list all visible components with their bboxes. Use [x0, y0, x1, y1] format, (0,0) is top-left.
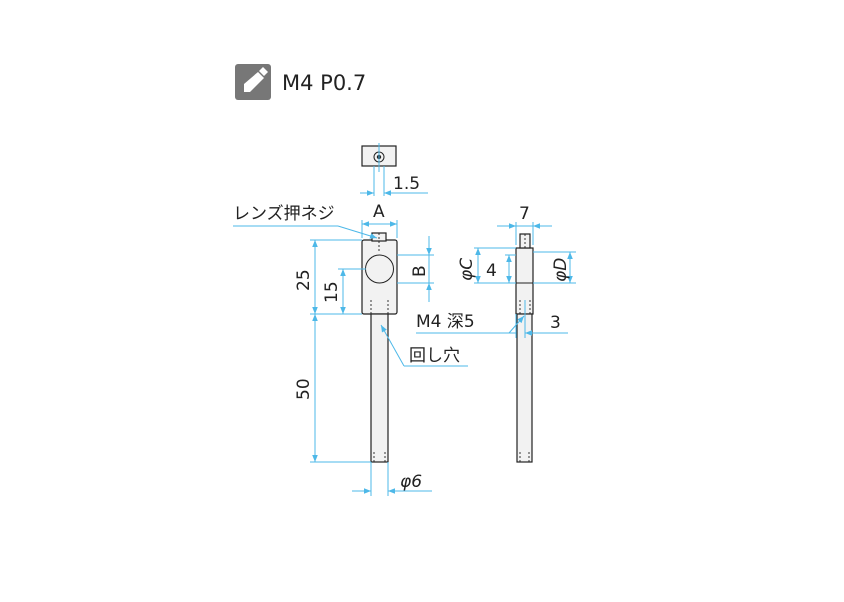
height-b-dimension: B: [397, 236, 434, 302]
offset-dimension: 1.5: [360, 166, 428, 196]
dim-side-4: 4: [486, 261, 497, 281]
side-width-dimension: 7: [497, 204, 552, 245]
dim-diameter-d: φD: [551, 258, 571, 282]
rod-diameter-dimension: φ6: [352, 462, 432, 496]
side-3-dimension: 3: [500, 300, 568, 338]
dim-rod-length: 50: [294, 378, 314, 400]
dim-height-b: B: [410, 265, 430, 277]
dim-side-width: 7: [519, 204, 530, 224]
label-tap-depth: M4 深5: [416, 312, 475, 332]
dim-diameter-c: φC: [457, 258, 477, 281]
dim-rod-diameter: φ6: [400, 472, 422, 492]
height-dimensions: 25 15: [294, 239, 366, 315]
dim-width-a: A: [373, 202, 385, 222]
rod-length-dimension: 50: [294, 314, 371, 463]
dim-side-3: 3: [550, 313, 561, 333]
tap-thread-icon: [235, 64, 271, 100]
dim-total-height: 25: [294, 269, 314, 291]
front-view: [361, 232, 398, 463]
side-diameter-dimensions: φC 4 φD: [457, 247, 576, 284]
dim-bore-height: 15: [322, 281, 342, 303]
label-rotation-hole: 回し穴: [409, 346, 460, 366]
width-a-dimension: A: [361, 202, 398, 238]
thread-spec-text: M4 P0.7: [282, 71, 366, 95]
dim-offset-top: 1.5: [393, 174, 420, 194]
label-lens-screw: レンズ押ネジ: [233, 204, 335, 224]
rotation-hole-callout: 回し穴: [380, 324, 468, 367]
lens-screw-callout: レンズ押ネジ: [233, 204, 378, 239]
tap-depth-callout: M4 深5: [416, 312, 525, 334]
side-view: [515, 233, 534, 463]
top-view-block: [361, 143, 397, 172]
